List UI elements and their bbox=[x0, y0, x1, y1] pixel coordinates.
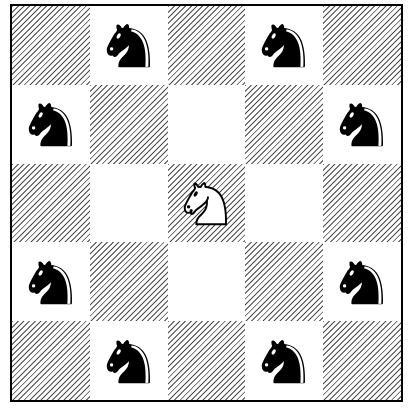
chess-board bbox=[10, 4, 403, 402]
square-r1-c4[interactable] bbox=[245, 6, 323, 85]
black-knight-icon[interactable] bbox=[12, 242, 90, 321]
square-r4-c1[interactable] bbox=[12, 242, 90, 321]
square-r5-c5[interactable] bbox=[323, 321, 401, 400]
black-knight-icon[interactable] bbox=[323, 85, 401, 164]
square-r3-c4[interactable] bbox=[245, 164, 323, 243]
square-r1-c5[interactable] bbox=[323, 6, 401, 85]
square-r2-c1[interactable] bbox=[12, 85, 90, 164]
black-knight-icon[interactable] bbox=[245, 6, 323, 85]
square-r4-c2[interactable] bbox=[90, 242, 168, 321]
square-r2-c5[interactable] bbox=[323, 85, 401, 164]
square-r3-c1[interactable] bbox=[12, 164, 90, 243]
black-knight-icon[interactable] bbox=[90, 321, 168, 400]
white-knight-icon[interactable] bbox=[168, 164, 246, 243]
square-r5-c4[interactable] bbox=[245, 321, 323, 400]
square-r3-c3[interactable] bbox=[168, 164, 246, 243]
black-knight-icon[interactable] bbox=[90, 6, 168, 85]
black-knight-icon[interactable] bbox=[323, 242, 401, 321]
square-r4-c5[interactable] bbox=[323, 242, 401, 321]
square-r3-c2[interactable] bbox=[90, 164, 168, 243]
square-r3-c5[interactable] bbox=[323, 164, 401, 243]
square-r2-c2[interactable] bbox=[90, 85, 168, 164]
square-r4-c4[interactable] bbox=[245, 242, 323, 321]
black-knight-icon[interactable] bbox=[245, 321, 323, 400]
square-r2-c3[interactable] bbox=[168, 85, 246, 164]
square-r4-c3[interactable] bbox=[168, 242, 246, 321]
square-r1-c3[interactable] bbox=[168, 6, 246, 85]
square-r2-c4[interactable] bbox=[245, 85, 323, 164]
square-r1-c1[interactable] bbox=[12, 6, 90, 85]
square-r1-c2[interactable] bbox=[90, 6, 168, 85]
black-knight-icon[interactable] bbox=[12, 85, 90, 164]
square-r5-c3[interactable] bbox=[168, 321, 246, 400]
square-r5-c2[interactable] bbox=[90, 321, 168, 400]
square-r5-c1[interactable] bbox=[12, 321, 90, 400]
